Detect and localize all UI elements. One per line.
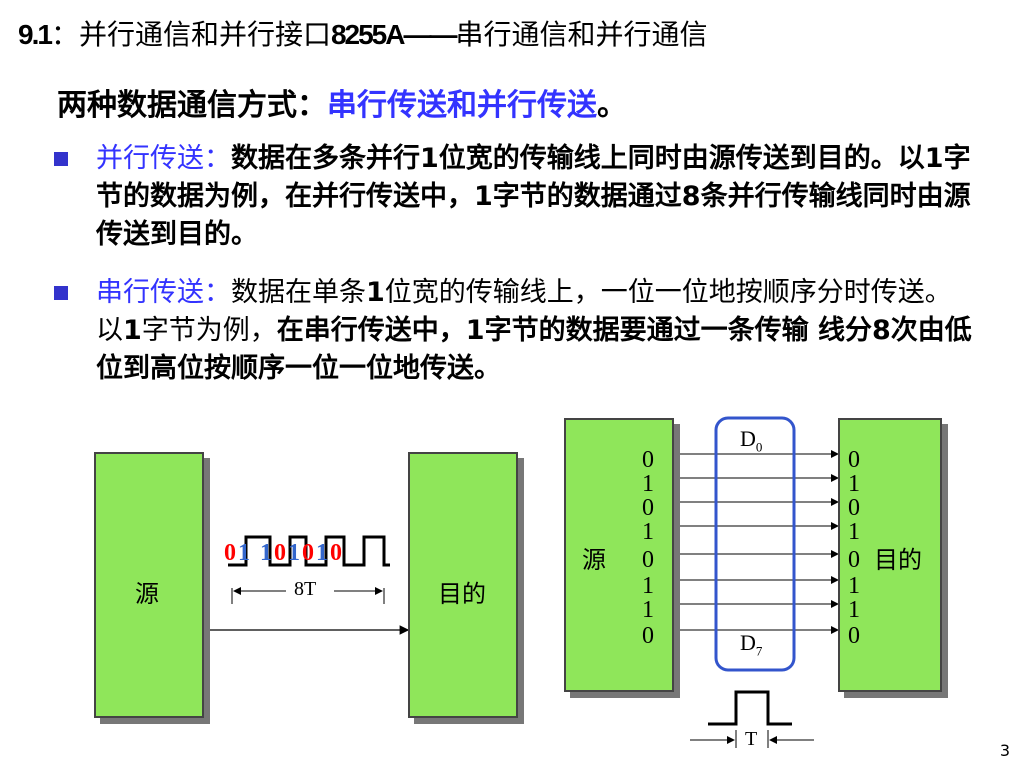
serial-bit: 1: [238, 540, 252, 566]
serial-waveform: [228, 535, 390, 567]
source-bit: 1: [642, 519, 654, 545]
source-bit: 1: [642, 597, 654, 623]
page-number: 3: [999, 741, 1010, 760]
parallel-lines: [660, 450, 839, 634]
serial-lead: 串行传送：: [96, 277, 231, 308]
title-section-number: 9.1: [18, 19, 53, 50]
source-bit: 0: [642, 447, 654, 473]
serial-bit: 1: [288, 540, 302, 566]
serial-bit-sequence: 01 101010: [224, 540, 344, 567]
title-topic: 串行通信和并行通信: [455, 18, 708, 51]
parallel-text: 数据在多条并行1位宽的传输线上同时由源传送到目的。以1字节的数据为例，在并行传送…: [96, 143, 971, 250]
serial-text-bold: 在串行传送中，1字节的数据要通过一条传输 线分8次由低位到高位按顺序一位一位地传…: [96, 315, 972, 384]
bus-label-d0: D0: [740, 426, 763, 455]
serial-one: 1: [366, 277, 385, 308]
parallel-description: 并行传送：数据在多条并行1位宽的传输线上同时由源传送到目的。以1字节的数据为例，…: [96, 140, 976, 254]
serial-bit: 0: [274, 540, 288, 566]
serial-bit: 1: [316, 540, 330, 566]
dest-bit: 0: [848, 623, 860, 649]
serial-bit: 0: [224, 540, 238, 566]
source-bit: 0: [642, 623, 654, 649]
pulse-waveform: [708, 690, 792, 726]
source-bit: 0: [642, 547, 654, 573]
bus-label-d7: D7: [740, 630, 763, 659]
dest-bit: 0: [848, 447, 860, 473]
bullet-icon: [54, 152, 68, 166]
source-bit: 1: [642, 573, 654, 599]
serial-text-1: 数据在单条: [231, 277, 366, 308]
serial-dest-label: 目的: [438, 580, 486, 608]
serial-bit: 1: [260, 540, 274, 566]
parallel-dest-label: 目的: [874, 546, 922, 574]
source-bit: 0: [642, 495, 654, 521]
title-chapter: ：并行通信和并行接口: [50, 18, 331, 51]
serial-dest-box: [408, 452, 518, 718]
slide-subtitle: 两种数据通信方式：串行传送和并行传送。: [57, 80, 627, 124]
serial-text-3: 字节为例，: [141, 315, 277, 346]
serial-text-2: 位宽的传输线上，一位一位地按顺序分时传送。以: [96, 277, 952, 346]
serial-source-label: 源: [135, 580, 159, 608]
serial-description: 串行传送：数据在单条1位宽的传输线上，一位一位地按顺序分时传送。以1字节为例，在…: [96, 274, 976, 388]
parallel-lead: 并行传送：: [96, 143, 231, 174]
dest-bit: 0: [848, 547, 860, 573]
slide-title: 9.1：并行通信和并行接口8255A——串行通信和并行通信: [18, 10, 707, 60]
subtitle-highlight: 串行传送和并行传送: [327, 88, 597, 123]
subtitle-tail: 。: [597, 88, 627, 123]
bus-outline: [714, 416, 796, 672]
pulse-period-label: T: [745, 728, 758, 750]
serial-period-label: 8T: [294, 578, 317, 600]
parallel-dest-box: [838, 418, 942, 692]
dest-bit: 1: [848, 573, 860, 599]
title-chip: 8255A——: [330, 19, 458, 50]
serial-source-box: [94, 452, 204, 718]
serial-bit: 0: [330, 540, 344, 566]
bullet-icon: [54, 286, 68, 300]
source-bit: 1: [642, 471, 654, 497]
parallel-source-label: 源: [582, 546, 606, 574]
dest-bit: 1: [848, 519, 860, 545]
serial-one-2: 1: [123, 315, 142, 346]
dest-bit: 0: [848, 495, 860, 521]
dest-bit: 1: [848, 597, 860, 623]
dest-bit: 1: [848, 471, 860, 497]
serial-bit: 0: [302, 540, 316, 566]
subtitle-lead: 两种数据通信方式：: [57, 88, 327, 123]
parallel-source-box: [564, 418, 674, 692]
